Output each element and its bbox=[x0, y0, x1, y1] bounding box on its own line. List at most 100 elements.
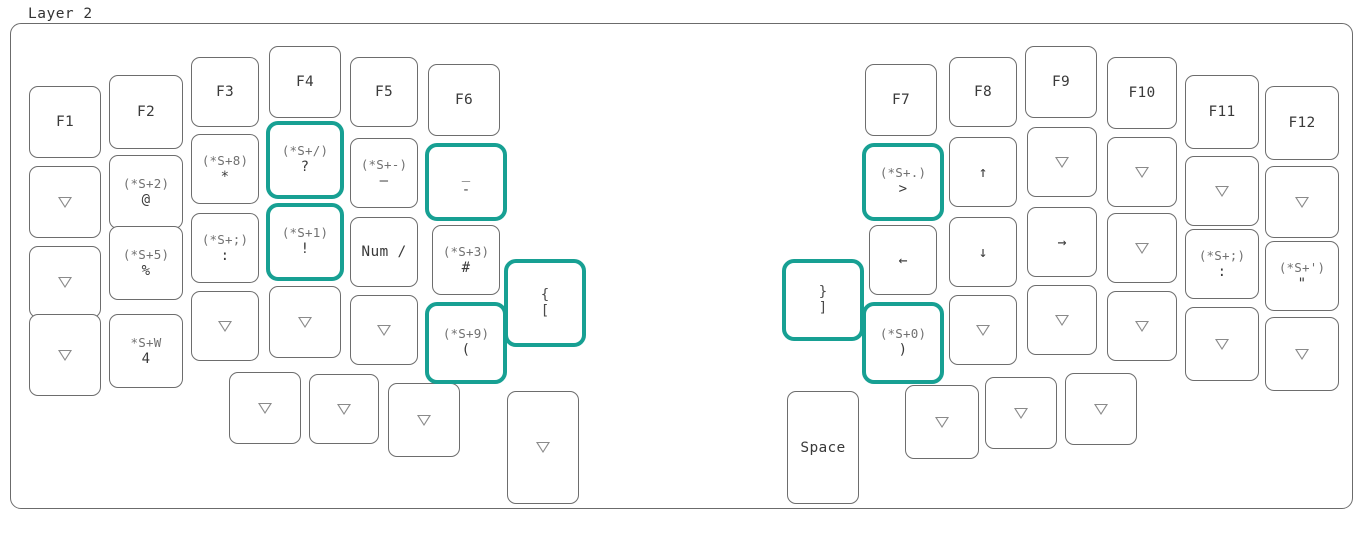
key-modifier-hint: (*S+;) bbox=[1198, 247, 1246, 263]
key-modifier-hint: (*S+9) bbox=[442, 326, 490, 342]
key-legend: F10 bbox=[1128, 85, 1156, 101]
key-key-underscore[interactable]: (*S+-)– bbox=[350, 138, 418, 208]
key-blank-l-c4-r4[interactable] bbox=[269, 286, 341, 358]
key-legend: * bbox=[220, 168, 230, 185]
key-legend: % bbox=[141, 262, 151, 279]
key-legend-lower: - bbox=[461, 181, 471, 198]
key-legend: F11 bbox=[1208, 104, 1236, 120]
key-blank-r-c5-r2[interactable] bbox=[1185, 156, 1259, 226]
key-key-asterisk[interactable]: (*S+8)* bbox=[191, 134, 259, 204]
key-key-at[interactable]: (*S+2)@ bbox=[109, 155, 183, 229]
key-legend: F4 bbox=[295, 74, 315, 90]
key-key-question[interactable]: (*S+/)? bbox=[266, 121, 344, 199]
key-f11[interactable]: F11 bbox=[1185, 75, 1259, 149]
key-arrow-right-glyph: → bbox=[1057, 233, 1067, 251]
key-legend: : bbox=[1217, 263, 1227, 280]
key-f1[interactable]: F1 bbox=[29, 86, 101, 158]
key-legend: ! bbox=[300, 241, 310, 258]
key-blank-r-c6-r4[interactable] bbox=[1265, 317, 1339, 391]
key-arrow-down-glyph: ↓ bbox=[978, 243, 988, 261]
key-key-colon[interactable]: (*S+;): bbox=[191, 213, 259, 283]
key-f8[interactable]: F8 bbox=[949, 57, 1017, 127]
key-legend-upper: _ bbox=[461, 165, 471, 182]
key-blank-r-c5-r4[interactable] bbox=[1185, 307, 1259, 381]
key-key-arrow-right[interactable]: → bbox=[1027, 207, 1097, 277]
key-blank-r-c4-r3[interactable] bbox=[1107, 213, 1177, 283]
key-f7[interactable]: F7 bbox=[865, 64, 937, 136]
key-key-arrow-up[interactable]: ↑ bbox=[949, 137, 1017, 207]
key-thumb-l-3[interactable] bbox=[388, 383, 460, 457]
key-modifier-hint: (*S+/) bbox=[281, 143, 329, 159]
key-blank-r-c6-r2[interactable] bbox=[1265, 166, 1339, 238]
key-blank-r-c3-r4[interactable] bbox=[1027, 285, 1097, 355]
key-key-num-slash[interactable]: Num / bbox=[350, 217, 418, 287]
key-f6[interactable]: F6 bbox=[428, 64, 500, 136]
key-blank-r-c3-r2[interactable] bbox=[1027, 127, 1097, 197]
key-blank-l-c5-r4[interactable] bbox=[350, 295, 418, 365]
transparent-layer-triangle-icon bbox=[1055, 314, 1069, 326]
key-key-brace-close[interactable]: }] bbox=[782, 259, 864, 341]
key-key-greater[interactable]: (*S+.)> bbox=[862, 143, 944, 221]
key-blank-r-c2-r4[interactable] bbox=[949, 295, 1017, 365]
key-key-space[interactable]: Space bbox=[787, 391, 859, 504]
key-blank-l-c1-r4[interactable] bbox=[29, 314, 101, 396]
key-arrow-left-glyph: ← bbox=[898, 251, 908, 269]
transparent-layer-triangle-icon bbox=[1215, 185, 1229, 197]
key-key-percent[interactable]: (*S+5)% bbox=[109, 226, 183, 300]
key-legend: Num / bbox=[361, 244, 407, 260]
key-key-colon-r[interactable]: (*S+;): bbox=[1185, 229, 1259, 299]
key-f3[interactable]: F3 bbox=[191, 57, 259, 127]
key-f10[interactable]: F10 bbox=[1107, 57, 1177, 129]
key-blank-r-c4-r4[interactable] bbox=[1107, 291, 1177, 361]
key-blank-l-c1-r3[interactable] bbox=[29, 246, 101, 318]
key-key-paren-open[interactable]: (*S+9)( bbox=[425, 302, 507, 384]
key-thumb-r-4[interactable] bbox=[1065, 373, 1137, 445]
transparent-layer-triangle-icon bbox=[1215, 338, 1229, 350]
key-legend: F9 bbox=[1051, 74, 1071, 90]
key-legend: – bbox=[379, 172, 389, 189]
key-blank-r-c4-r2[interactable] bbox=[1107, 137, 1177, 207]
key-legend-upper: { bbox=[540, 286, 550, 303]
key-key-paren-close[interactable]: (*S+0)) bbox=[862, 302, 944, 384]
key-modifier-hint: (*S+8) bbox=[201, 152, 249, 168]
key-key-dquote[interactable]: (*S+')" bbox=[1265, 241, 1339, 311]
key-thumb-r-3[interactable] bbox=[985, 377, 1057, 449]
transparent-layer-triangle-icon bbox=[1094, 403, 1108, 415]
transparent-layer-triangle-icon bbox=[1055, 156, 1069, 168]
transparent-layer-triangle-icon bbox=[58, 276, 72, 288]
key-f4[interactable]: F4 bbox=[269, 46, 341, 118]
key-f9[interactable]: F9 bbox=[1025, 46, 1097, 118]
key-legend: ( bbox=[461, 342, 471, 359]
key-key-hash[interactable]: (*S+3)# bbox=[432, 225, 500, 295]
key-key-dash-dash[interactable]: _- bbox=[425, 143, 507, 221]
key-arrow-up-glyph: ↑ bbox=[978, 163, 988, 181]
key-key-brace-open[interactable]: {[ bbox=[504, 259, 586, 347]
key-thumb-l-2[interactable] bbox=[309, 374, 379, 444]
key-legend: F6 bbox=[454, 92, 474, 108]
key-legend: " bbox=[1297, 275, 1307, 292]
key-f12[interactable]: F12 bbox=[1265, 86, 1339, 160]
key-thumb-l-1[interactable] bbox=[229, 372, 301, 444]
key-modifier-hint: *S+W bbox=[130, 334, 162, 350]
key-blank-l-c3-r4[interactable] bbox=[191, 291, 259, 361]
key-blank-l-c1-r2[interactable] bbox=[29, 166, 101, 238]
key-modifier-hint: (*S+0) bbox=[879, 326, 927, 342]
key-legend: > bbox=[898, 181, 908, 198]
key-thumb-l-4[interactable] bbox=[507, 391, 579, 504]
transparent-layer-triangle-icon bbox=[1295, 348, 1309, 360]
transparent-layer-triangle-icon bbox=[536, 442, 550, 453]
key-key-exclaim[interactable]: (*S+1)! bbox=[266, 203, 344, 281]
transparent-layer-triangle-icon bbox=[417, 414, 431, 426]
key-legend: ) bbox=[898, 342, 908, 359]
key-f2[interactable]: F2 bbox=[109, 75, 183, 149]
key-key-arrow-down[interactable]: ↓ bbox=[949, 217, 1017, 287]
key-legend: : bbox=[220, 247, 230, 264]
key-f5[interactable]: F5 bbox=[350, 57, 418, 127]
key-key-arrow-left[interactable]: ← bbox=[869, 225, 937, 295]
key-legend-lower: [ bbox=[540, 302, 550, 319]
key-thumb-r-2[interactable] bbox=[905, 385, 979, 459]
transparent-layer-triangle-icon bbox=[976, 324, 990, 336]
key-legend: F3 bbox=[215, 84, 235, 100]
key-modifier-hint: (*S+.) bbox=[879, 165, 927, 181]
